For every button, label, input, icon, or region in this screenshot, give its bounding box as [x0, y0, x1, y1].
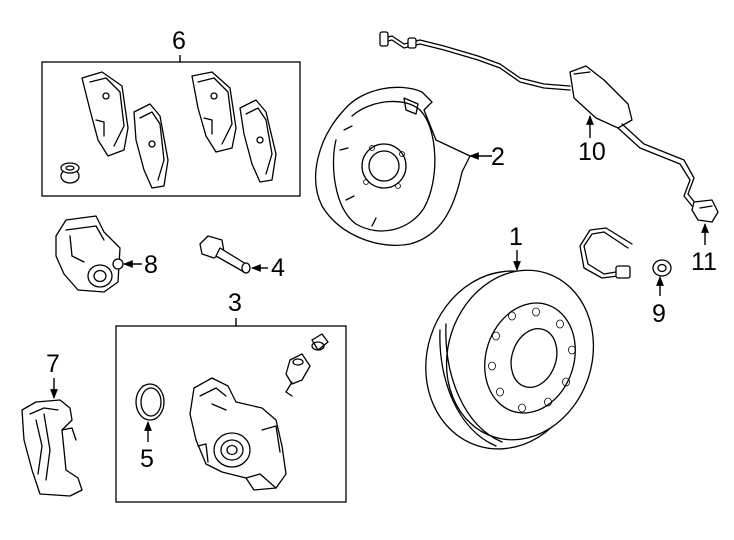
callout-10: 10 [578, 138, 606, 166]
callout-9: 9 [652, 300, 666, 328]
abs-sensor: 11 [691, 199, 719, 276]
brake-pad [133, 103, 169, 189]
piston-seal: 5 [135, 383, 165, 473]
brake-pad [191, 71, 237, 153]
callout-5: 5 [140, 445, 154, 473]
abs-harness: 10 [379, 31, 701, 211]
brake-hose: 9 [579, 227, 672, 328]
callout-6: 6 [172, 27, 186, 55]
pad-bushing [60, 162, 80, 184]
caliper-assembly-group: 3 5 [115, 289, 347, 503]
caliper-body [189, 377, 287, 491]
callout-3: 3 [228, 289, 242, 317]
callout-1: 1 [509, 223, 523, 251]
brake-pad [81, 71, 129, 157]
caliper-assembly-box [115, 325, 347, 503]
backing-plate: 2 [315, 86, 505, 246]
callout-8: 8 [144, 251, 158, 279]
callout-4: 4 [271, 254, 285, 282]
guide-pin-bolt: 4 [199, 235, 285, 282]
caliper-bracket: 7 [21, 350, 83, 497]
pad-kit-box [41, 61, 301, 197]
callout-7: 7 [46, 350, 60, 378]
brake-rotor: 1 [425, 223, 595, 450]
caliper-housing: 8 [55, 215, 158, 293]
callout-2: 2 [491, 143, 505, 171]
bleeder-screw [285, 333, 329, 397]
callout-11: 11 [691, 248, 717, 276]
pad-kit-group: 6 [41, 27, 301, 197]
brake-pad [239, 99, 277, 183]
